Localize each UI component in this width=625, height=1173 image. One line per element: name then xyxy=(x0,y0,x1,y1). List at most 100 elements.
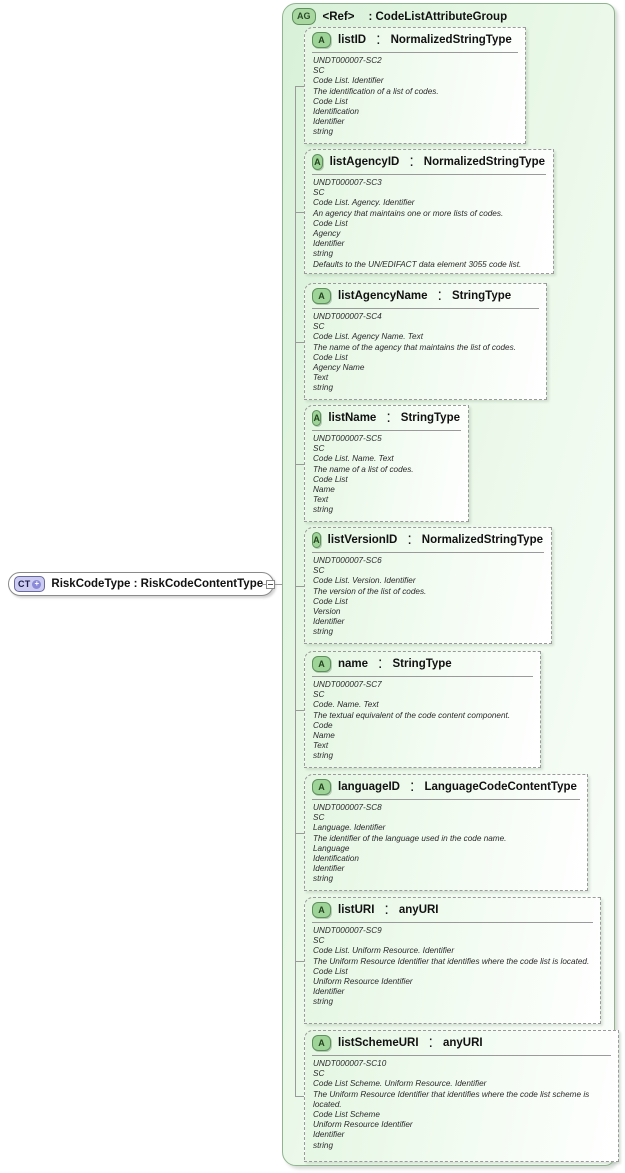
attribute-type: anyURI xyxy=(442,1037,483,1049)
attribute-badge-icon: A xyxy=(312,32,331,48)
attribute-type: StringType xyxy=(392,658,452,670)
annotation-line: SC xyxy=(313,322,325,332)
attribute-name: listURI xyxy=(338,904,375,916)
annotation-line: Language. Identifier xyxy=(313,823,386,833)
tree-stub xyxy=(295,86,304,87)
annotation-line: SC xyxy=(313,1069,325,1079)
annotation-line: Code List. Agency. Identifier xyxy=(313,198,415,208)
annotation-line: Identifier xyxy=(313,987,345,997)
annotation-line: UNDT000007-SC7 xyxy=(313,680,382,689)
collapse-toggle[interactable] xyxy=(266,580,275,589)
annotation-line: The textual equivalent of the code conte… xyxy=(313,710,511,720)
annotation-line: Agency Name xyxy=(313,363,365,373)
annotation-line: string xyxy=(313,249,334,259)
tree-stub xyxy=(295,586,304,587)
attribute-separator: : xyxy=(378,655,383,672)
annotation-line: The name of the agency that maintains th… xyxy=(313,342,516,352)
attribute-name: listAgencyID xyxy=(329,156,400,168)
annotation-line: Uniform Resource Identifier xyxy=(313,977,413,987)
attribute-type: LanguageCodeContentType xyxy=(424,781,577,793)
annotation-line: SC xyxy=(313,444,325,454)
attribute-group-header: AG <Ref>: CodeListAttributeGroup xyxy=(292,8,507,25)
annotation-line: The version of the list of codes. xyxy=(313,586,427,596)
attribute-name: listVersionID xyxy=(327,534,398,546)
attribute-type: StringType xyxy=(400,412,460,424)
attribute-separator: : xyxy=(409,153,414,170)
annotation-line: An agency that maintains one or more lis… xyxy=(313,208,504,218)
attribute-badge-icon: A xyxy=(312,902,331,918)
attribute-name: languageID xyxy=(338,781,400,793)
attribute-divider xyxy=(312,552,544,553)
annotation-line: Code List xyxy=(313,352,348,362)
tree-spine xyxy=(295,86,296,1096)
attribute-separator: : xyxy=(409,778,415,795)
attribute-divider xyxy=(312,52,518,53)
annotation-line: string xyxy=(313,997,334,1007)
tree-stub xyxy=(295,833,304,834)
attribute-group-title: <Ref>: CodeListAttributeGroup xyxy=(323,11,508,23)
annotation-line: string xyxy=(313,874,334,884)
annotation-line: Name xyxy=(313,485,335,495)
attribute-name: listID xyxy=(338,34,367,46)
attribute-badge-icon: A xyxy=(312,288,331,304)
attribute-divider xyxy=(312,430,461,431)
annotation-line: The Uniform Resource Identifier that ide… xyxy=(313,1089,590,1109)
collapse-minus-icon xyxy=(268,584,273,585)
tree-stub xyxy=(295,342,304,343)
annotation-line: Code List. Name. Text xyxy=(313,454,394,464)
annotation-line: The name of a list of codes. xyxy=(313,464,414,474)
annotation-line: Identifier xyxy=(313,864,345,874)
annotation-line: Language xyxy=(313,843,350,853)
annotation-line: Code List xyxy=(313,474,348,484)
annotation-line: Identifier xyxy=(313,1130,345,1140)
annotation-line: UNDT000007-SC5 xyxy=(313,434,382,443)
attribute-badge-icon: A xyxy=(312,532,321,548)
annotation-line: SC xyxy=(313,188,325,198)
tree-stub xyxy=(295,961,304,962)
attribute-separator: : xyxy=(386,409,391,426)
attribute-separator: : xyxy=(384,901,389,918)
attribute-divider xyxy=(312,799,580,800)
attribute-badge-icon: A xyxy=(312,154,323,170)
attribute-type: StringType xyxy=(451,290,512,302)
attribute-divider xyxy=(312,174,546,175)
annotation-line: Code List. Uniform Resource. Identifier xyxy=(313,946,455,956)
attribute-divider xyxy=(312,308,539,309)
annotation-line: string xyxy=(313,505,334,515)
complex-type-badge-icon: CT+ xyxy=(14,576,46,592)
plus-square-icon[interactable]: + xyxy=(32,579,42,589)
annotation-line: Identifier xyxy=(313,239,345,249)
annotation-line: string xyxy=(313,627,334,637)
root-node-riskcodetype[interactable]: CT+ RiskCodeType : RiskCodeContentType xyxy=(8,572,275,596)
annotation-line: The identification of a list of codes. xyxy=(313,86,439,96)
attribute-separator: : xyxy=(407,531,412,548)
tree-stub xyxy=(295,464,304,465)
annotation-line: The identifier of the language used in t… xyxy=(313,833,507,843)
annotation-line: Identifier xyxy=(313,117,345,127)
attribute-divider xyxy=(312,1055,611,1056)
annotation-line: UNDT000007-SC4 xyxy=(313,312,382,321)
attribute-badge-icon: A xyxy=(312,656,331,672)
annotation-line: UNDT000007-SC8 xyxy=(313,803,382,812)
annotation-line: UNDT000007-SC10 xyxy=(313,1059,387,1068)
